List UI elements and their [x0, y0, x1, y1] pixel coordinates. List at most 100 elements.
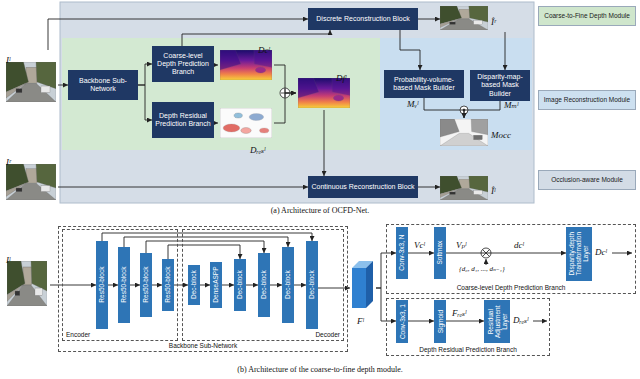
res-block: Res50-block [96, 241, 108, 329]
residual-image [220, 108, 272, 138]
connector [146, 241, 264, 253]
depth-map: Dcˡ [218, 40, 274, 82]
depth-band [62, 38, 380, 150]
signal-label: Dᵣₑₛˡ [513, 316, 528, 325]
connector [138, 85, 152, 120]
process-box: Discrete Reconstruction Block [308, 8, 418, 30]
block-label: Disparity-depth Transformation Layer [568, 229, 589, 279]
connector [168, 245, 240, 259]
connector [418, 187, 440, 188]
connector [446, 253, 566, 254]
connector [274, 93, 296, 123]
module-label: Occlusion-aware Module [538, 170, 636, 190]
feature-cube [352, 261, 373, 308]
block-label: Softmax [436, 229, 443, 277]
transform-layer: Disparity-depth Transformation Layer [566, 227, 592, 281]
edge-label: Vcˡ [414, 241, 425, 250]
mask-image: Mocc [440, 118, 520, 148]
photo [6, 164, 56, 200]
image-label: Dᵣₑₛˡ [250, 146, 265, 155]
connector [464, 101, 500, 118]
signal-label: dcˡ [514, 241, 524, 250]
image-label: Dcˡ [258, 46, 270, 55]
label-holder: (a) Architecture of OCFD-Net. [0, 206, 640, 216]
group-caption: Depth Residual Prediction Branch [419, 346, 517, 354]
box-label: Probability-volume-based Mask Builder [387, 76, 461, 92]
signal-label: {d₀, d₁, ..., dₙ₋₁} [459, 266, 505, 273]
adjust-layer: Residual Adjustment Layer [484, 300, 510, 343]
process-box: Probability-volume-based Mask Builder [384, 70, 464, 98]
cube-face [366, 261, 373, 308]
image-label: Dfˡ [336, 74, 346, 83]
connector [58, 85, 68, 86]
group-caption: Encoder [66, 331, 90, 339]
photo [440, 176, 488, 200]
dec-block: Dec-block [306, 241, 318, 329]
box-label: Depth Residual Prediction Branch [155, 112, 211, 128]
connector [324, 110, 325, 176]
softmax-layer: Softmax [434, 227, 446, 279]
module-name: Coarse-to-Fine Depth Module [544, 12, 630, 19]
connector [418, 19, 440, 20]
image-label: Îʳ [491, 18, 496, 27]
input-image: Iʳ [4, 152, 58, 202]
label-holder: (b) Architecture of the coarse-to-fine d… [0, 365, 640, 375]
connector [214, 123, 218, 124]
image-label: Fˡ [357, 317, 364, 326]
dec-block: Dec-block [188, 265, 200, 305]
label-holder: Dcˡ [595, 248, 607, 257]
dec-block: Dec-block [258, 253, 270, 317]
label-holder: dcˡ [514, 241, 524, 250]
group-box: Coarse-level Depth Prediction Branch Conv… [386, 224, 636, 294]
connector [505, 32, 506, 70]
dec-block: Dec-block [282, 247, 294, 323]
connector [174, 285, 188, 286]
module-label: Image Reconstruction Module [538, 90, 636, 110]
box-label: Discrete Reconstruction Block [316, 15, 409, 23]
conv-layer: Conv-3x3, 1 [396, 300, 408, 343]
input-image: Iˡ [4, 50, 58, 104]
image-label: Îˡ [491, 187, 495, 196]
group-caption: Backbone Sub-Network [169, 342, 237, 350]
group-box: Backbone Sub-Network Encoder Res50-block Re… [58, 226, 348, 352]
photo [7, 261, 47, 306]
connector [152, 285, 162, 286]
block-label: Res50-block [164, 261, 171, 309]
connector [274, 65, 296, 93]
connector [270, 285, 282, 286]
connector [246, 285, 258, 286]
wire [612, 253, 632, 254]
label-holder: Dᵣₑₛˡ [513, 316, 528, 325]
output-image: Îˡ [440, 174, 520, 202]
block-label: Residual Adjustment Layer [486, 302, 507, 341]
edge-label-holder: Fᵣₑₛˡ [452, 309, 466, 318]
module-name: Image Reconstruction Module [544, 96, 630, 103]
mask-picture [440, 119, 488, 146]
image-label: Iʳ [6, 158, 11, 167]
sigmoid-layer: Sigmoid [434, 300, 446, 343]
edge-label: Mₘˡ [504, 101, 518, 110]
connector [214, 65, 218, 66]
block-label: Res50-block [120, 249, 127, 321]
block-label: Dec-block [284, 249, 291, 321]
group-caption: Coarse-level Depth Prediction Branch [457, 284, 566, 292]
figure-caption: (a) Architecture of OCFD-Net. [271, 206, 370, 216]
edge-label-holder: Vₚˡ [456, 241, 466, 250]
connector [408, 253, 434, 254]
block-label: Dec-block [236, 261, 243, 309]
edge-label-holder: Mᵥˡ [407, 100, 418, 109]
image-label: Mocc [491, 131, 511, 140]
aspp-block: DenseASPP [210, 262, 222, 308]
block-label: Res50-block [98, 243, 105, 327]
group-box: Depth Residual Prediction Branch Conv-3x3… [386, 298, 550, 356]
residual-map: Dᵣₑₛˡ [218, 108, 274, 152]
outer-band [60, 2, 534, 203]
block-label: Sigmoid [436, 302, 443, 341]
conv-layer: Conv-3x3, N [396, 227, 408, 279]
edge-label-holder: Mₘˡ [504, 101, 518, 110]
edge-label: Mᵥˡ [407, 100, 418, 109]
cube-face [352, 268, 366, 308]
connector [124, 237, 288, 247]
group-box: Encoder Res50-block Res50-block Res50-block… [62, 229, 178, 341]
